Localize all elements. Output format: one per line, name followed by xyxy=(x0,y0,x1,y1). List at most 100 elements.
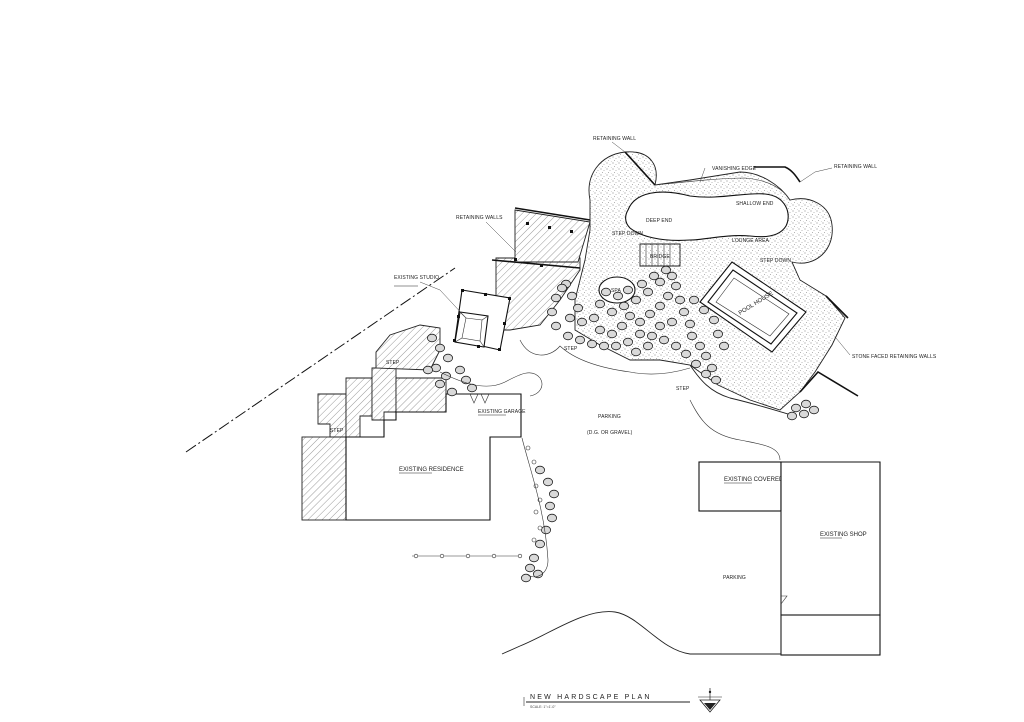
stepping-stone xyxy=(661,265,672,275)
shrub-marker xyxy=(533,509,539,515)
stepping-stone xyxy=(647,331,658,341)
stepping-stone xyxy=(617,321,628,331)
stepping-stone xyxy=(422,365,433,375)
retaining-wall-left-a xyxy=(514,207,591,221)
residence-footprint xyxy=(345,393,522,521)
stepping-stone xyxy=(573,303,584,313)
studio-leader xyxy=(419,281,467,319)
stepping-stone xyxy=(791,403,802,413)
north-arrow-icon xyxy=(698,688,722,713)
stepping-stone xyxy=(535,539,546,549)
stepping-stone xyxy=(575,335,586,345)
stepping-stone xyxy=(701,369,712,379)
shop-annex xyxy=(780,614,881,656)
entry-landing xyxy=(375,324,441,371)
step-4-text: STEP xyxy=(330,428,344,434)
retaining-wall-top-text: RETAINING WALL xyxy=(593,136,636,142)
label-parking-lower: PARKING xyxy=(723,575,746,581)
shrub-marker xyxy=(525,445,531,451)
stepping-stone xyxy=(426,333,437,343)
garden-peg xyxy=(413,553,419,559)
stone-faced-text: STONE FACED RETAINING WALLS xyxy=(852,354,937,360)
existing-residence-group: EXISTING RESIDENCE EXISTING GARAGE xyxy=(301,324,526,521)
stepping-stone xyxy=(691,359,702,369)
stepping-stone xyxy=(454,365,465,375)
stepping-stone xyxy=(599,341,610,351)
label-deep-end: DEEP END xyxy=(646,218,673,224)
stepping-stone xyxy=(446,387,457,397)
label-step-down-1: STEP DOWN xyxy=(612,231,643,237)
label-spa: SPA xyxy=(611,288,621,294)
shrub-marker xyxy=(531,459,537,465)
bridge xyxy=(639,243,681,267)
stepping-stone xyxy=(549,489,560,499)
stepping-stone xyxy=(601,287,612,297)
stepping-stone xyxy=(547,307,558,317)
stepping-stone xyxy=(667,317,678,327)
step-hatch-2 xyxy=(345,377,373,438)
stepping-stone xyxy=(635,317,646,327)
stepping-stone xyxy=(637,279,648,289)
stepping-stone xyxy=(671,281,682,291)
vanishing-edge-line xyxy=(654,177,791,201)
label-existing-garage: EXISTING GARAGE xyxy=(478,409,526,415)
stepping-stone xyxy=(799,409,810,419)
retaining-wall-right-text: RETAINING WALL xyxy=(834,164,877,170)
stepping-stone xyxy=(655,277,666,287)
drawing-title-text: NEW HARDSCAPE PLAN xyxy=(530,694,652,701)
studio-posts xyxy=(453,222,573,351)
stepping-stone xyxy=(649,271,660,281)
stepping-stone xyxy=(611,341,622,351)
stepping-stone xyxy=(533,569,544,579)
garage-door-marks xyxy=(469,393,490,404)
garden-peg xyxy=(517,553,523,559)
stepping-stone xyxy=(695,341,706,351)
stone-wall-right xyxy=(825,295,849,319)
label-retaining-walls: RETAINING WALLS xyxy=(456,215,503,221)
parking-main-text: PARKING xyxy=(598,414,621,420)
shop-footprint xyxy=(780,461,881,616)
stepping-stone xyxy=(667,271,678,281)
stepping-stone xyxy=(635,329,646,339)
stepping-stone xyxy=(655,321,666,331)
stepping-stone xyxy=(631,347,642,357)
garden-edge-center xyxy=(519,339,691,375)
stepping-stone xyxy=(567,291,578,301)
retaining-wall-right xyxy=(754,166,801,183)
label-bridge: BRIDGE xyxy=(650,254,670,260)
label-step-1: STEP xyxy=(564,346,578,352)
bridge-text: BRIDGE xyxy=(650,254,670,260)
stepping-stone xyxy=(689,295,700,305)
stepping-stone xyxy=(679,307,690,317)
stepping-stone xyxy=(434,379,445,389)
shop-door-mark xyxy=(780,595,788,605)
label-stone-faced: STONE FACED RETAINING WALLS xyxy=(852,354,937,360)
parking-sub-text: (D.G. OR GRAVEL) xyxy=(587,430,633,436)
label-existing-residence: EXISTING RESIDENCE xyxy=(399,467,464,473)
studio-group: EXISTING STUDIO RETAINING WALLS xyxy=(394,207,591,351)
label-existing-shop: EXISTING SHOP xyxy=(820,532,867,538)
stepping-stone xyxy=(587,339,598,349)
title-block: NEW HARDSCAPE PLAN SCALE: 1"=1'-0" xyxy=(523,688,722,713)
stepping-stone xyxy=(687,331,698,341)
lounge-area-text: LOUNGE AREA xyxy=(732,238,770,244)
stepping-stone xyxy=(685,319,696,329)
stepping-stone xyxy=(643,287,654,297)
stepping-stone xyxy=(643,341,654,351)
stepping-stone xyxy=(521,573,532,583)
stepping-stone xyxy=(551,321,562,331)
stepping-stone xyxy=(709,315,720,325)
stepping-stone xyxy=(787,411,798,421)
planting-border-east xyxy=(521,437,549,578)
step-hatch-3 xyxy=(371,367,397,421)
label-existing-carport: EXISTING COVERED CARPORT xyxy=(724,477,815,483)
label-vanishing-edge: VANISHING EDGE xyxy=(712,166,757,172)
scale-note: SCALE: 1"=1'-0" xyxy=(530,705,556,709)
stepping-stone xyxy=(543,477,554,487)
stepping-stone xyxy=(625,311,636,321)
existing-garage-text: EXISTING GARAGE xyxy=(478,409,526,415)
bridge-boards xyxy=(645,244,671,266)
label-retaining-wall-right: RETAINING WALL xyxy=(834,164,877,170)
stepping-stone xyxy=(681,349,692,359)
stepping-stone xyxy=(631,295,642,305)
